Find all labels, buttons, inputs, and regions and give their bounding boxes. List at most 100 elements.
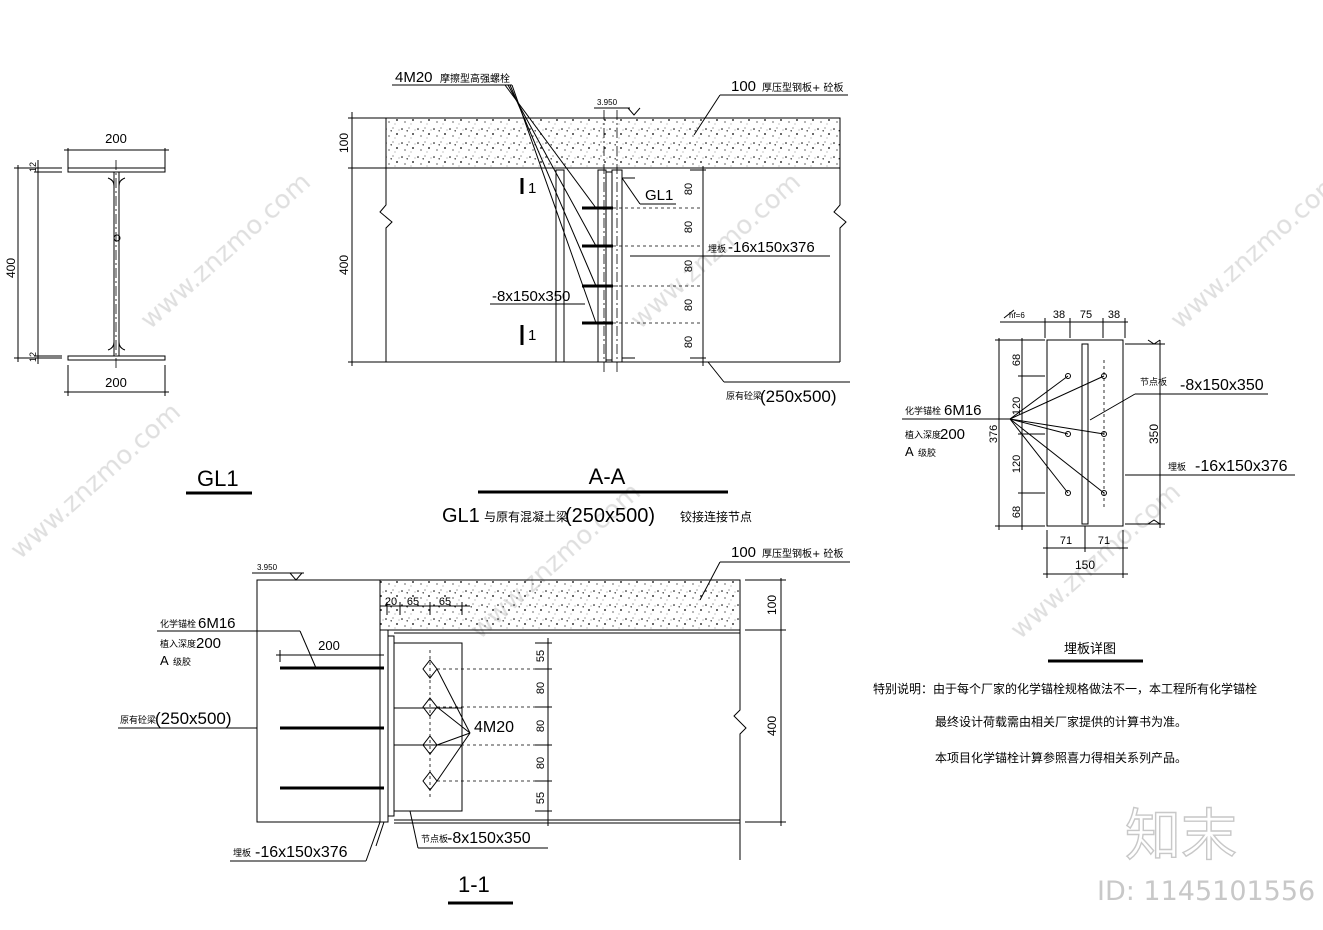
gl1-section: 200 200 400 12 12 GL1 bbox=[4, 131, 252, 495]
s11-top-dim-1: 20 bbox=[385, 596, 397, 608]
aa-spacing-4: 80 bbox=[683, 299, 695, 311]
s11-glue-text: 级胶 bbox=[173, 656, 191, 668]
aa-elevation: 3.950 bbox=[597, 98, 618, 107]
s11-beam-dim: 400 bbox=[765, 716, 779, 736]
section-11: 3.950 100 厚压型钢板+ 砼板 200 bbox=[118, 544, 850, 905]
gl1-bottom-width: 200 bbox=[105, 375, 127, 390]
aa-slab-dim: 100 bbox=[337, 133, 351, 153]
gl1-flange-top: 12 bbox=[28, 162, 38, 172]
plate-depth-num: 200 bbox=[940, 426, 965, 443]
s11-spacing-5: 55 bbox=[535, 792, 547, 804]
s11-node-size: -8x150x350 bbox=[447, 830, 531, 847]
node-plate bbox=[1081, 343, 1089, 525]
plate-right-total: 350 bbox=[1147, 424, 1161, 444]
aa-existing-prefix: 原有砼梁 bbox=[726, 390, 762, 402]
s11-spacing-4: 80 bbox=[535, 757, 547, 769]
aa-subtitle-tail: 铰接连接节点 bbox=[680, 509, 752, 524]
embed-plate bbox=[1046, 339, 1124, 527]
plate-anchor-prefix: 化学锚栓 bbox=[905, 405, 941, 417]
s11-embed-prefix: 埋板 bbox=[233, 847, 251, 859]
watermark-site: www.znzmo.com bbox=[135, 167, 317, 335]
s11-top-dim-3: 65 bbox=[439, 596, 451, 608]
gl1-top-width: 200 bbox=[105, 131, 127, 146]
aa-mark-2: 1 bbox=[528, 327, 536, 344]
plate-embed-prefix: 埋板 bbox=[1168, 461, 1186, 473]
aa-section: 4M20 摩擦型高强螺栓 3.950 100 厚压型钢板+ 砼板 100 400 bbox=[337, 69, 850, 527]
aa-node-plate: -8x150x350 bbox=[492, 288, 570, 305]
notes: 特别说明：由于每个厂家的化学锚栓规格做法不一，本工程所有化学锚栓 最终设计荷载需… bbox=[873, 681, 1257, 765]
s11-slab-dim: 100 bbox=[765, 595, 779, 615]
aa-existing-size: (250x500) bbox=[760, 387, 837, 406]
plate-node-prefix: 节点板 bbox=[1140, 376, 1167, 388]
aa-spacing-2: 80 bbox=[683, 221, 695, 233]
s11-spacing-2: 80 bbox=[535, 682, 547, 694]
plate-embed-size: -16x150x376 bbox=[1195, 458, 1288, 475]
brand-logo: 知末 bbox=[1125, 804, 1237, 869]
gl1-height: 400 bbox=[4, 258, 18, 278]
gl1-title: GL1 bbox=[197, 466, 239, 491]
aa-mark-1: 1 bbox=[528, 180, 536, 197]
plate-depth-prefix: 植入深度 bbox=[905, 429, 941, 441]
s11-slab bbox=[379, 579, 741, 631]
aa-spacing-5: 80 bbox=[683, 336, 695, 348]
s11-slab-num: 100 bbox=[731, 544, 756, 561]
s11-depth-prefix: 植入深度 bbox=[160, 638, 196, 650]
plate-detail-title: 埋板详图 bbox=[1064, 642, 1116, 657]
s11-existing-size: (250x500) bbox=[155, 709, 232, 728]
s11-spacing-1: 55 bbox=[535, 650, 547, 662]
notes-line-3: 本项目化学锚栓计算参照喜力得相关系列产品。 bbox=[935, 750, 1187, 765]
s11-anchor-code: 6M16 bbox=[198, 615, 236, 632]
s11-existing-beam bbox=[256, 579, 381, 823]
s11-title: 1-1 bbox=[458, 872, 490, 897]
plate-weld: hf=6 bbox=[1009, 311, 1025, 320]
aa-slab bbox=[385, 117, 841, 169]
plate-bottom-dim-1: 71 bbox=[1060, 535, 1072, 547]
plate-glue-prefix: A bbox=[905, 444, 914, 459]
aa-subtitle-size: (250x500) bbox=[565, 505, 655, 527]
plate-detail: hf=6 38 75 38 68 120 120 68 376 bbox=[902, 309, 1295, 663]
s11-existing-prefix: 原有砼梁 bbox=[120, 714, 156, 726]
plate-left-dim-2: 120 bbox=[1011, 397, 1023, 415]
aa-bolts-text: 摩擦型高强螺栓 bbox=[440, 72, 510, 85]
watermark-site: www.znzmo.com bbox=[1005, 477, 1187, 645]
plate-glue-text: 级胶 bbox=[918, 447, 936, 459]
s11-embed-size: -16x150x376 bbox=[255, 844, 348, 861]
plate-left-dim-4: 68 bbox=[1011, 506, 1023, 518]
notes-line-1: 特别说明：由于每个厂家的化学锚栓规格做法不一，本工程所有化学锚栓 bbox=[873, 681, 1257, 696]
s11-depth-num: 200 bbox=[196, 635, 221, 652]
watermark-site: www.znzmo.com bbox=[1165, 167, 1323, 335]
aa-slab-num: 100 bbox=[731, 78, 756, 95]
brand-id: ID: 1145101556 bbox=[1097, 876, 1315, 907]
aa-subtitle-text: 与原有混凝土梁 bbox=[484, 509, 568, 524]
aa-embed-prefix: 埋板 bbox=[708, 243, 726, 255]
notes-line-2: 最终设计荷载需由相关厂家提供的计算书为准。 bbox=[935, 714, 1187, 729]
gl1-flange-bottom: 12 bbox=[28, 352, 38, 362]
brand-watermark: 知末 ID: 1145101556 bbox=[1097, 803, 1315, 907]
s11-top-dim-2: 65 bbox=[407, 596, 419, 608]
plate-bottom-dim-2: 71 bbox=[1098, 535, 1110, 547]
aa-subtitle-mark: GL1 bbox=[442, 505, 480, 527]
watermark-layer: www.znzmo.com www.znzmo.com www.znzmo.co… bbox=[5, 167, 1323, 645]
s11-slab-text: 厚压型钢板+ 砼板 bbox=[762, 547, 844, 560]
aa-embed-size: -16x150x376 bbox=[728, 239, 815, 256]
aa-title: A-A bbox=[589, 464, 626, 489]
s11-glue-prefix: A bbox=[160, 653, 169, 668]
aa-bolts-code: 4M20 bbox=[395, 69, 433, 86]
plate-top-dim-1: 38 bbox=[1053, 309, 1065, 321]
plate-anchor-code: 6M16 bbox=[944, 402, 982, 419]
aa-spacing-3: 80 bbox=[683, 260, 695, 272]
aa-slab-text: 厚压型钢板+ 砼板 bbox=[762, 81, 844, 94]
plate-bottom-total: 150 bbox=[1075, 558, 1095, 572]
plate-left-dim-3: 120 bbox=[1011, 455, 1023, 473]
aa-beam-dim: 400 bbox=[337, 255, 351, 275]
s11-spacing-3: 80 bbox=[535, 720, 547, 732]
aa-spacing-1: 80 bbox=[683, 183, 695, 195]
plate-top-dim-2: 75 bbox=[1080, 309, 1092, 321]
plate-top-dim-3: 38 bbox=[1108, 309, 1120, 321]
plate-left-total: 376 bbox=[988, 425, 1000, 443]
watermark-site: www.znzmo.com bbox=[5, 397, 187, 565]
s11-anchor-depth: 200 bbox=[318, 638, 340, 653]
aa-beam-label: GL1 bbox=[645, 187, 673, 204]
s11-bolts: 4M20 bbox=[474, 719, 514, 736]
